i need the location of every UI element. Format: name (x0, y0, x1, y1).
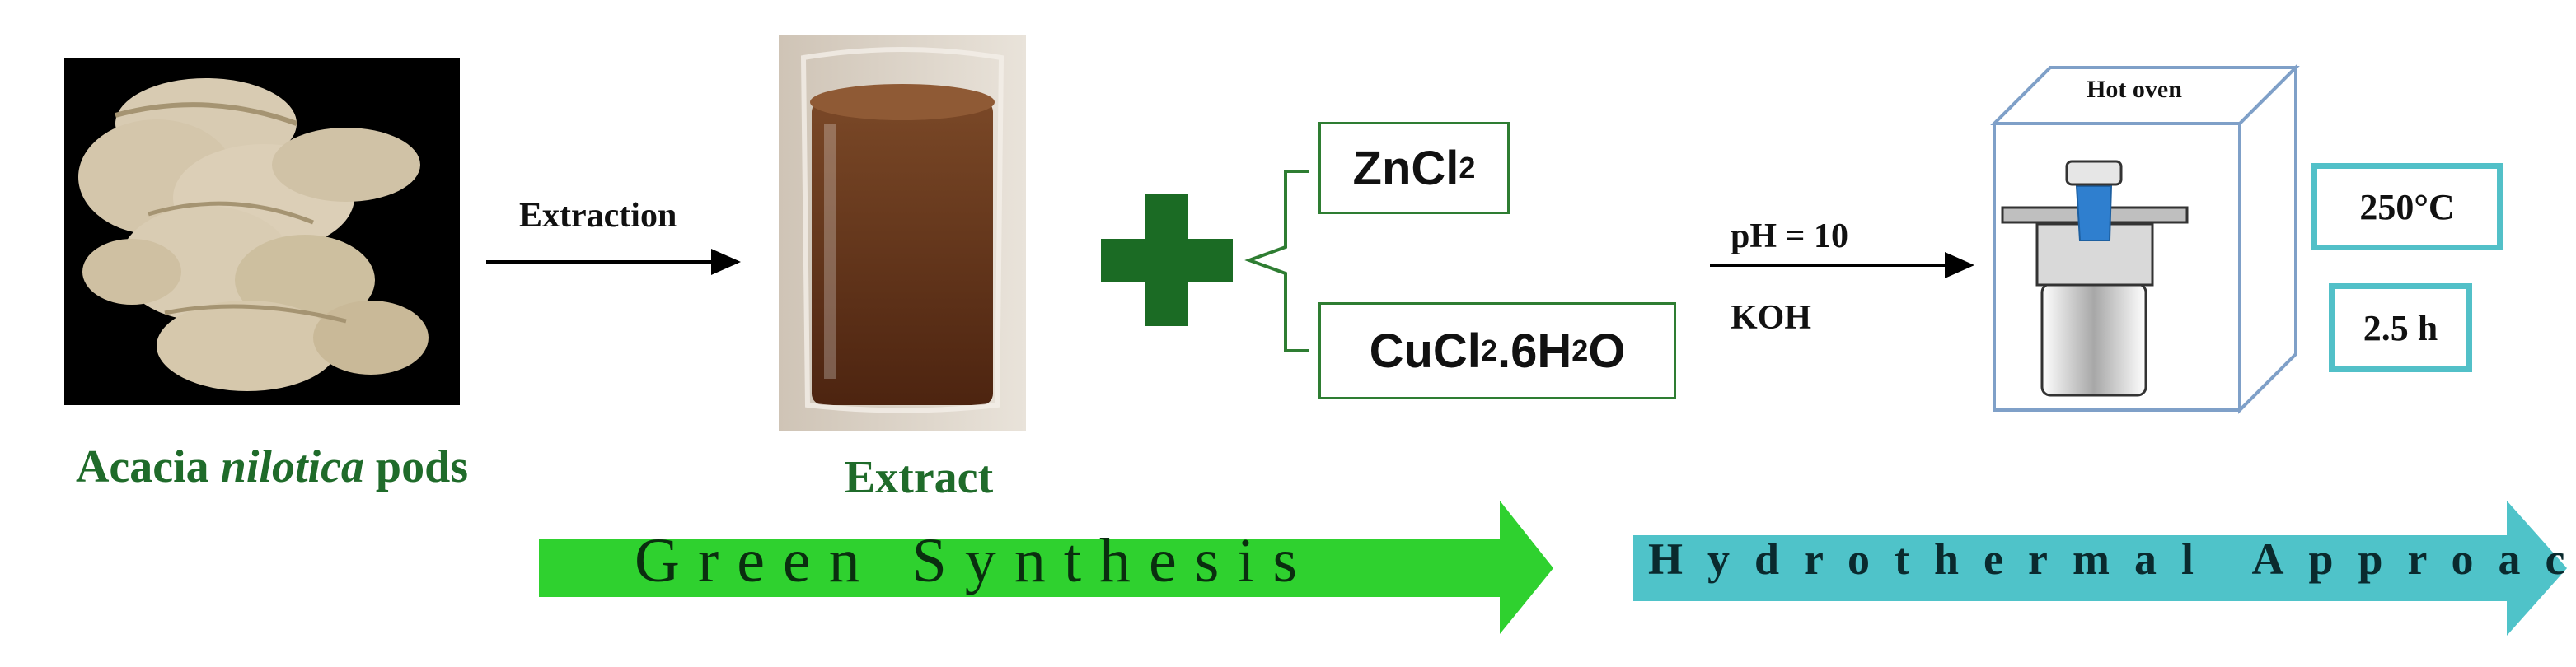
zn-sub: 2 (1459, 151, 1476, 184)
pods-suffix: pods (363, 441, 469, 492)
cu-suffix: O (1588, 324, 1626, 378)
plus-icon (1101, 194, 1233, 326)
temperature-box: 250°C (2311, 163, 2503, 250)
extract-beaker-image (779, 35, 1026, 431)
ph-condition-label: pH = 10 (1731, 217, 1848, 255)
cu-mid: .6H (1496, 324, 1572, 378)
zn-prefix: ZnCl (1352, 141, 1459, 195)
hot-oven-label: Hot oven (2087, 76, 2182, 103)
hydrothermal-approach-arrow (1633, 501, 2567, 636)
cu-sub1: 2 (1480, 334, 1497, 367)
acacia-pods-label: Acacia nilotica pods (25, 441, 519, 493)
pods-prefix: Acacia (75, 441, 221, 492)
cu-prefix: CuCl (1369, 324, 1481, 378)
acacia-pods-image (64, 58, 460, 405)
bracket-icon (1244, 170, 1309, 352)
green-synthesis-label: Green Synthesis (635, 526, 1316, 595)
hot-oven-icon (1990, 63, 2300, 414)
autoclave-vessel-icon (2001, 160, 2189, 397)
pods-species: nilotica (220, 441, 364, 492)
cu-sub2: 2 (1571, 334, 1589, 367)
extract-label: Extract (844, 452, 994, 503)
extraction-step-label: Extraction (519, 197, 677, 235)
hydrothermal-approach-label: Hydrothermal Approach (1648, 534, 2576, 584)
base-reagent-label: KOH (1731, 299, 1812, 337)
duration-box: 2.5 h (2329, 283, 2472, 372)
green-synthesis-arrow (539, 501, 1553, 634)
